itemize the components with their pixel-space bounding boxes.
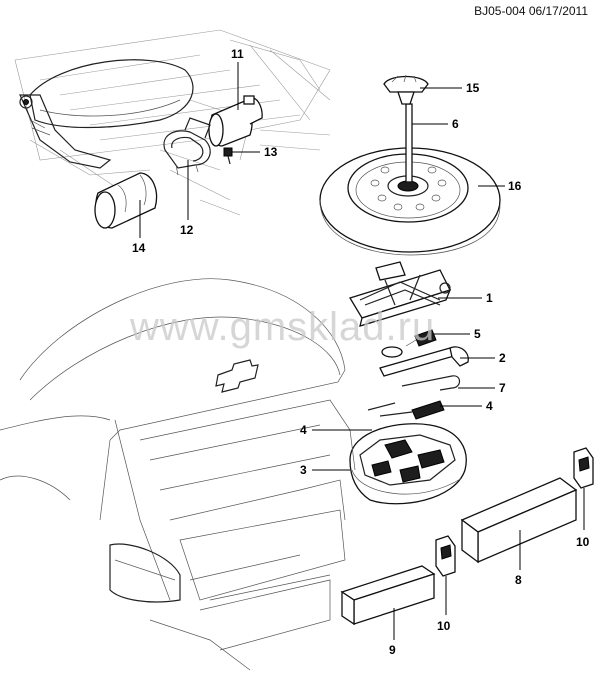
part-3-tool-tray: [349, 423, 467, 505]
watermark: www.gmsklad.ru: [130, 305, 436, 349]
callout-9: 9: [389, 643, 396, 657]
callout-16: 16: [508, 179, 522, 193]
callout-15: 15: [466, 81, 480, 95]
callout-3: 3: [300, 463, 307, 477]
part-10-bag-right: [573, 447, 594, 489]
car-body: [0, 278, 356, 671]
part-13-bolt: [223, 147, 233, 165]
callout-10-right: 10: [576, 535, 590, 549]
callout-12: 12: [180, 223, 194, 237]
part-6-bolt: [405, 103, 413, 183]
callout-7: 7: [499, 381, 506, 395]
leader-lines: [139, 62, 585, 640]
carrier-tank: [19, 59, 194, 169]
part-16-spare-tire: [319, 147, 501, 256]
callout-2: 2: [499, 351, 506, 365]
callout-14: 14: [132, 241, 146, 255]
part-11-canister: [208, 95, 263, 147]
callout-6: 6: [452, 117, 459, 131]
callout-11: 11: [231, 47, 244, 61]
callout-4-left: 4: [300, 423, 307, 437]
callout-4-right: 4: [486, 399, 493, 413]
callout-1: 1: [486, 291, 493, 305]
callout-5: 5: [474, 327, 481, 341]
callout-8: 8: [515, 573, 522, 587]
part-2-wrench: [379, 346, 469, 377]
callout-10-left: 10: [437, 619, 451, 633]
callout-13: 13: [264, 145, 278, 159]
part-4-tool-right: [379, 400, 445, 420]
part-1-jack: [349, 261, 452, 327]
part-7-hook: [401, 375, 461, 391]
part-4-rod-left: [367, 402, 396, 411]
underbody-area: [14, 29, 331, 216]
part-15-wing-nut: [383, 74, 429, 105]
callout-labels: 11 13 12 14 15 6 16 1 5 2 7 4 4 3 8 9 10…: [132, 47, 590, 657]
part-12-bracket: [163, 117, 211, 176]
diagram-code-date: BJ05-004 06/17/2011: [474, 4, 588, 18]
part-14-cylinder: [94, 172, 158, 229]
part-9-block: [340, 565, 436, 626]
part-8-block: [460, 477, 578, 564]
part-10-bag-left: [435, 535, 456, 577]
part-5-nut: [381, 329, 437, 358]
